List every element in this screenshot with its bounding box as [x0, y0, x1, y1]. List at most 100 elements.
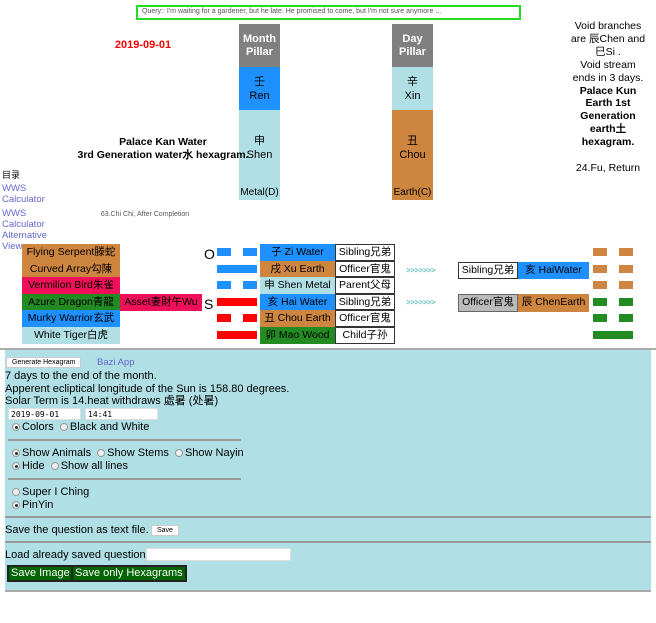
line-segment	[619, 314, 633, 323]
date-label: 2019-09-01	[114, 39, 172, 51]
divider	[8, 478, 241, 480]
super-iching-label: Super I Ching	[22, 486, 90, 498]
color-options: Colors Black and White	[12, 421, 149, 434]
yang-line	[593, 330, 633, 339]
colors-label: Colors	[22, 421, 54, 433]
changed-hexagram	[593, 248, 633, 348]
show-all-lines-label: Show all lines	[60, 460, 128, 472]
line-segment	[593, 281, 607, 290]
day-branch-cn: 丑	[407, 135, 418, 147]
line-options: Hide Show all lines	[12, 460, 128, 473]
generate-hexagram-button[interactable]: Generate Hexagram	[6, 357, 82, 368]
menu-icon[interactable]: 目录	[2, 170, 21, 180]
save-hexagrams-button[interactable]: Save only Hexagrams	[71, 565, 187, 582]
branch-column: 子 Zi Water 戌 Xu Earth 申 Shen Metal 亥 Hai…	[260, 244, 335, 344]
wws-alternative-link[interactable]: WWS Calculator Alternative View	[2, 208, 47, 252]
branch-row: 丑 Chou Earth	[260, 310, 335, 327]
show-stems-label: Show Stems	[107, 447, 169, 459]
load-question-input[interactable]	[146, 548, 291, 561]
day-pillar-title: Day Pillar	[392, 24, 433, 67]
save-image-button[interactable]: Save Image	[7, 565, 74, 582]
bazi-app-link[interactable]: Bazi App	[97, 357, 135, 368]
query-box: Query:: I'm waiting for a gardener, but …	[136, 5, 521, 20]
day-branch: Chou	[399, 149, 426, 161]
super-iching-radio[interactable]	[12, 488, 20, 496]
palace-generation: 3rd Generation water水 hexagram.	[77, 149, 249, 161]
time-input[interactable]: 14:41	[85, 408, 158, 420]
world-marker: S	[204, 296, 214, 312]
yin-line	[217, 314, 257, 323]
changed-branch: 辰 ChenEarth	[518, 294, 589, 312]
relation-row: Parent父母	[335, 277, 395, 294]
yin-line	[593, 264, 633, 273]
relation-row: Sibling兄弟	[335, 244, 395, 261]
days-left-text: 7 days to the end of the month.	[5, 370, 157, 382]
relation-row: Officer官鬼	[335, 310, 395, 327]
yin-line	[593, 248, 633, 256]
animal-row: Flying Serpent滕蛇	[22, 244, 120, 261]
animal-row: Vermilion Bird朱雀	[22, 277, 120, 294]
animal-row: Azure Dragon青龍	[22, 293, 120, 311]
line-segment	[593, 297, 607, 306]
sun-longitude-text: Apperent ecliptical longitude of the Sun…	[5, 383, 290, 395]
divider	[5, 590, 651, 592]
hexagram-name-right: 24.Fu, Return	[575, 162, 641, 175]
show-animals-radio[interactable]	[12, 449, 20, 457]
save-question-text: Save the question as text file.	[5, 524, 149, 536]
void-branches: Void branches are 辰Chen and 巳Si .	[570, 20, 646, 58]
branch-row: 亥 Hai Water	[260, 293, 335, 311]
yin-line	[593, 297, 633, 306]
main-hexagram	[217, 248, 257, 348]
animal-row: Curved Array勾陳	[22, 260, 120, 278]
yin-line	[217, 281, 257, 290]
line-segment	[243, 248, 257, 256]
change-arrow: >>>>>>>	[406, 298, 436, 307]
bw-radio[interactable]	[59, 423, 68, 431]
yin-line	[593, 281, 633, 290]
animal-row: White Tiger白虎	[22, 326, 120, 344]
animal-column: Flying Serpent滕蛇 Curved Array勾陳 Vermilio…	[22, 244, 120, 344]
wws-calculator-link[interactable]: WWS Calculator	[2, 183, 45, 205]
line-segment	[593, 248, 607, 256]
changed-relation: Officer官鬼	[458, 294, 518, 312]
line-segment	[217, 314, 231, 323]
void-stream: Void stream ends in 3 days.	[572, 58, 644, 84]
branch-row: 戌 Xu Earth	[260, 260, 335, 278]
line-segment	[619, 281, 633, 290]
divider	[8, 439, 241, 441]
yang-line	[217, 297, 257, 306]
animal-row: Murky Warrior玄武	[22, 310, 120, 327]
colors-radio[interactable]	[12, 423, 20, 431]
palace-info-right: Palace Kun Earth 1st Generation earth土 h…	[579, 84, 637, 149]
palace-info-left: Palace Kan Water 3rd Generation water水 h…	[50, 136, 276, 162]
line-segment	[593, 264, 607, 273]
line-segment	[217, 264, 257, 273]
pinyin-option: PinYin	[12, 499, 53, 512]
pinyin-label: PinYin	[22, 499, 54, 511]
day-stem: Xin	[404, 90, 421, 102]
relation-row: Officer官鬼	[335, 260, 395, 278]
solar-term-text: Solar Term is 14.heat withdraws 處暑 (处暑)	[5, 395, 219, 407]
changed-relation: Sibling兄弟	[458, 262, 518, 279]
show-stems-radio[interactable]	[97, 449, 106, 457]
show-all-lines-radio[interactable]	[50, 462, 59, 470]
relation-column: Sibling兄弟 Officer官鬼 Parent父母 Sibling兄弟 O…	[335, 244, 395, 344]
pinyin-radio[interactable]	[12, 501, 20, 509]
display-options: Show Animals Show Stems Show Nayin	[12, 447, 244, 460]
save-question-button[interactable]: Save	[151, 525, 179, 536]
yang-line	[217, 264, 257, 273]
month-element: Metal(D)	[239, 186, 280, 200]
bw-label: Black and White	[69, 421, 150, 433]
relation-row: Child子孙	[335, 326, 395, 344]
super-iching-option: Super I Ching	[12, 486, 89, 499]
line-segment	[619, 297, 633, 306]
date-input[interactable]: 2019-09-01	[8, 408, 81, 420]
show-nayin-radio[interactable]	[174, 449, 183, 457]
line-segment	[217, 248, 231, 256]
branch-row: 卯 Mao Wood	[260, 326, 335, 344]
yin-line	[217, 248, 257, 256]
hide-radio[interactable]	[12, 462, 20, 470]
line-segment	[619, 264, 633, 273]
branch-row: 申 Shen Metal	[260, 277, 335, 294]
